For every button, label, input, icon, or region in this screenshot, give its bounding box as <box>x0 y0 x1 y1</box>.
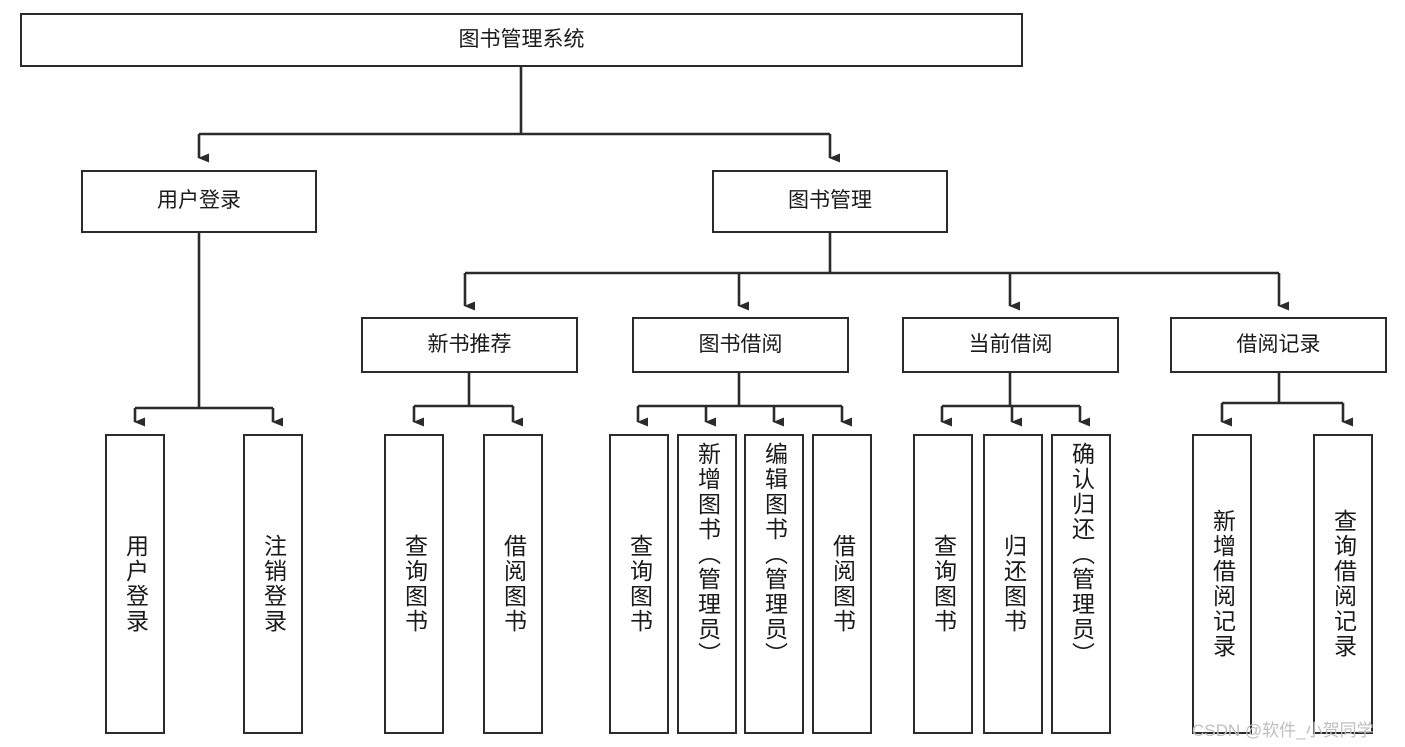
node-user-login[interactable]: 用户登录 <box>81 170 317 233</box>
leaf-user-login-logout[interactable]: 注销登录 <box>243 434 303 734</box>
leaf-book-borrow-query[interactable]: 查询图书 <box>609 434 669 734</box>
leaf-current-borrow-query[interactable]: 查询图书 <box>913 434 973 734</box>
node-borrow-record-label: 借阅记录 <box>1236 332 1321 356</box>
node-root-label: 图书管理系统 <box>458 27 585 51</box>
leaf-user-login-login-label: 用户登录 <box>122 534 149 634</box>
node-root[interactable]: 图书管理系统 <box>20 13 1023 67</box>
node-current-borrow-label: 当前借阅 <box>968 332 1053 356</box>
node-new-book-recommend[interactable]: 新书推荐 <box>361 317 578 373</box>
node-current-borrow[interactable]: 当前借阅 <box>902 317 1119 373</box>
leaf-borrow-record-add[interactable]: 新增借阅记录 <box>1192 434 1252 734</box>
watermark-text: CSDN @软件_小贺同学 <box>1192 721 1374 740</box>
leaf-current-borrow-return-label: 归还图书 <box>1000 534 1027 634</box>
node-book-management-label: 图书管理 <box>788 189 872 213</box>
leaf-book-borrow-borrow-label: 借阅图书 <box>829 534 856 634</box>
leaf-current-borrow-confirm-label: 确认归还（管理员） <box>1068 442 1095 667</box>
node-borrow-record[interactable]: 借阅记录 <box>1170 317 1387 373</box>
leaf-borrow-record-add-label: 新增借阅记录 <box>1209 509 1236 659</box>
node-book-borrow-label: 图书借阅 <box>698 332 783 356</box>
leaf-new-book-query[interactable]: 查询图书 <box>384 434 444 734</box>
node-new-book-recommend-label: 新书推荐 <box>427 332 512 356</box>
node-book-borrow[interactable]: 图书借阅 <box>632 317 849 373</box>
leaf-new-book-borrow[interactable]: 借阅图书 <box>483 434 543 734</box>
leaf-new-book-borrow-label: 借阅图书 <box>500 534 527 634</box>
leaf-book-borrow-add[interactable]: 新增图书（管理员） <box>677 434 737 734</box>
leaf-current-borrow-confirm[interactable]: 确认归还（管理员） <box>1051 434 1111 734</box>
leaf-borrow-record-query-label: 查询借阅记录 <box>1330 509 1357 659</box>
leaf-new-book-query-label: 查询图书 <box>401 534 428 634</box>
leaf-borrow-record-query[interactable]: 查询借阅记录 <box>1313 434 1373 734</box>
node-user-login-label: 用户登录 <box>157 189 241 213</box>
leaf-book-borrow-query-label: 查询图书 <box>626 534 653 634</box>
leaf-book-borrow-edit-label: 编辑图书（管理员） <box>761 442 788 667</box>
node-book-management[interactable]: 图书管理 <box>712 170 948 233</box>
leaf-user-login-logout-label: 注销登录 <box>260 534 287 634</box>
leaf-book-borrow-add-label: 新增图书（管理员） <box>694 442 721 667</box>
leaf-current-borrow-return[interactable]: 归还图书 <box>983 434 1043 734</box>
leaf-book-borrow-edit[interactable]: 编辑图书（管理员） <box>744 434 804 734</box>
leaf-book-borrow-borrow[interactable]: 借阅图书 <box>812 434 872 734</box>
leaf-current-borrow-query-label: 查询图书 <box>930 534 957 634</box>
leaf-user-login-login[interactable]: 用户登录 <box>105 434 165 734</box>
